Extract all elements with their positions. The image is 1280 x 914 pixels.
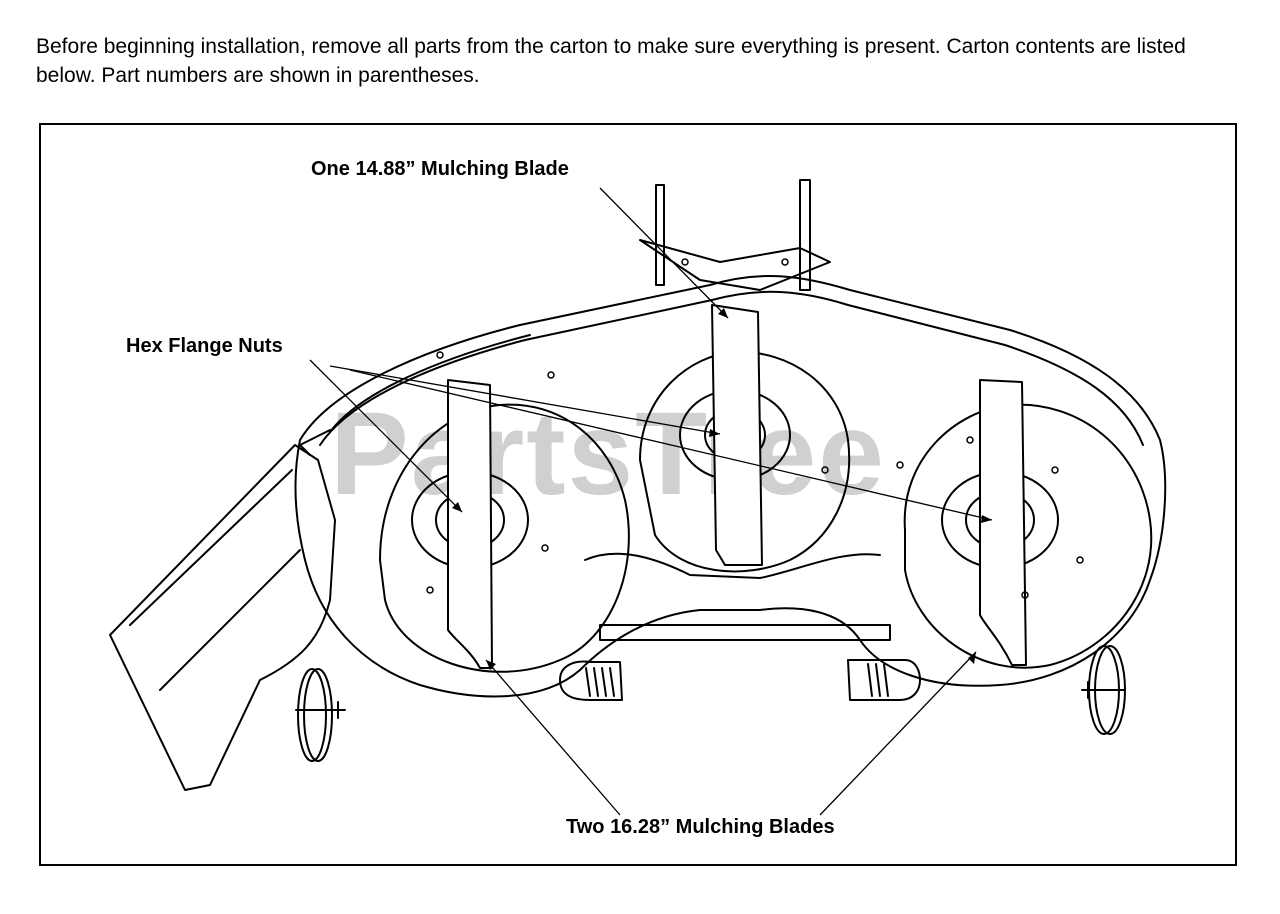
- right-chamber: [903, 403, 1153, 669]
- center-blade: [711, 304, 763, 566]
- label-hex-flange-nuts: Hex Flange Nuts: [126, 335, 283, 357]
- left-blade: [447, 379, 493, 669]
- bolt-holes: [426, 258, 1084, 599]
- center-chamber: [639, 350, 851, 573]
- left-chamber: [379, 403, 630, 673]
- deck-shell-outer: [294, 274, 1167, 698]
- left-wheel: [295, 668, 346, 762]
- right-blade: [979, 379, 1027, 666]
- deck-shell-inner: [319, 290, 1144, 446]
- diagram-frame: [39, 123, 1237, 866]
- hitch-bars: [639, 179, 831, 291]
- front-springs: [559, 659, 921, 701]
- label-side-blades: Two 16.28” Mulching Blades: [566, 816, 835, 838]
- leader-center-blade: [599, 187, 729, 319]
- leader-lines: [309, 187, 993, 816]
- leader-hex-nut-right: [349, 369, 993, 521]
- right-wheel: [1081, 645, 1126, 735]
- leader-side-blade-right: [819, 651, 977, 816]
- front-baffle: [599, 624, 891, 641]
- intro-text: Before beginning installation, remove al…: [36, 35, 1186, 87]
- leader-hex-nut-center: [329, 365, 721, 435]
- leader-arrows: [452, 308, 992, 670]
- leader-hex-nut-left: [309, 359, 463, 513]
- label-center-blade: One 14.88” Mulching Blade: [311, 158, 569, 180]
- leader-side-blade-left: [485, 659, 621, 816]
- partstree-watermark: PartsTree: [330, 388, 886, 520]
- discharge-chute: [109, 444, 336, 791]
